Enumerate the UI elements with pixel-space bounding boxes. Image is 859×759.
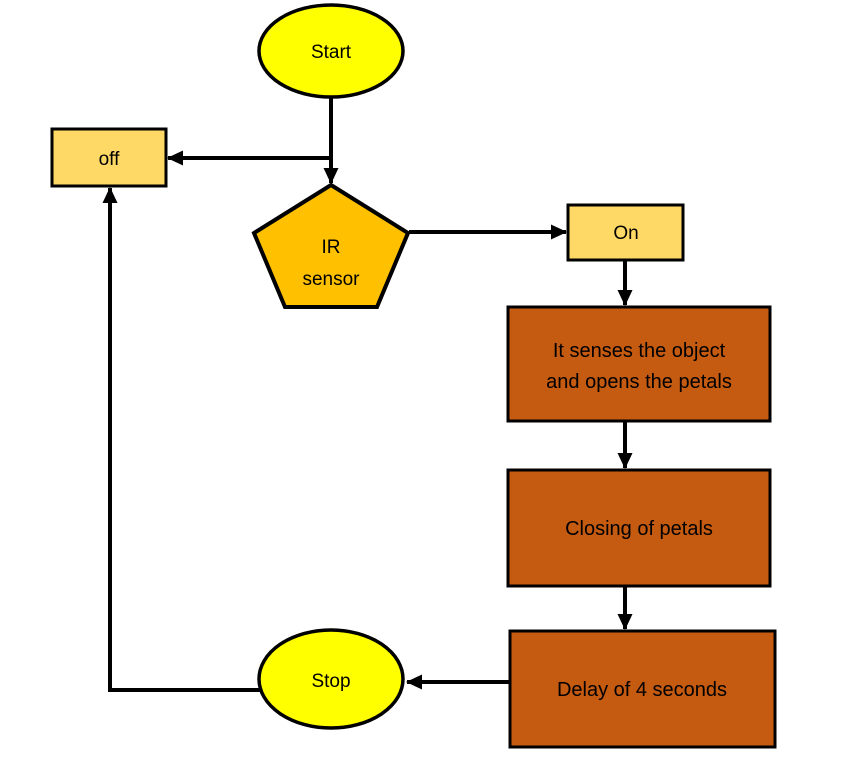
off-label: off <box>99 149 121 170</box>
ir-sensor-pentagon <box>251 182 411 309</box>
off-node: off <box>50 127 168 188</box>
connector-stop-to-off <box>102 187 261 692</box>
senses-node: It senses the object and opens the petal… <box>506 305 772 423</box>
closing-label: Closing of petals <box>565 518 713 540</box>
start-label: Start <box>311 42 352 63</box>
start-node: Start <box>257 3 405 99</box>
senses-label-line2: and opens the petals <box>546 371 732 393</box>
connectors <box>102 97 633 692</box>
closing-rect <box>506 468 772 588</box>
on-node: On <box>566 203 685 262</box>
on-label: On <box>613 223 638 244</box>
ir-sensor-node: IR sensor <box>251 182 411 309</box>
stop-label: Stop <box>311 671 350 692</box>
stop-node: Stop <box>257 628 405 730</box>
delay-rect <box>508 629 777 749</box>
start-ellipse <box>257 3 405 99</box>
off-rect <box>50 127 168 188</box>
on-rect <box>566 203 685 262</box>
senses-label-line1: It senses the object <box>553 340 726 362</box>
ir-sensor-label-line2: sensor <box>302 269 360 290</box>
stop-ellipse <box>257 628 405 730</box>
delay-node: Delay of 4 seconds <box>508 629 777 749</box>
ir-sensor-label-line1: IR <box>322 237 341 258</box>
delay-label: Delay of 4 seconds <box>557 679 727 701</box>
closing-node: Closing of petals <box>506 468 772 588</box>
senses-rect <box>506 305 772 423</box>
